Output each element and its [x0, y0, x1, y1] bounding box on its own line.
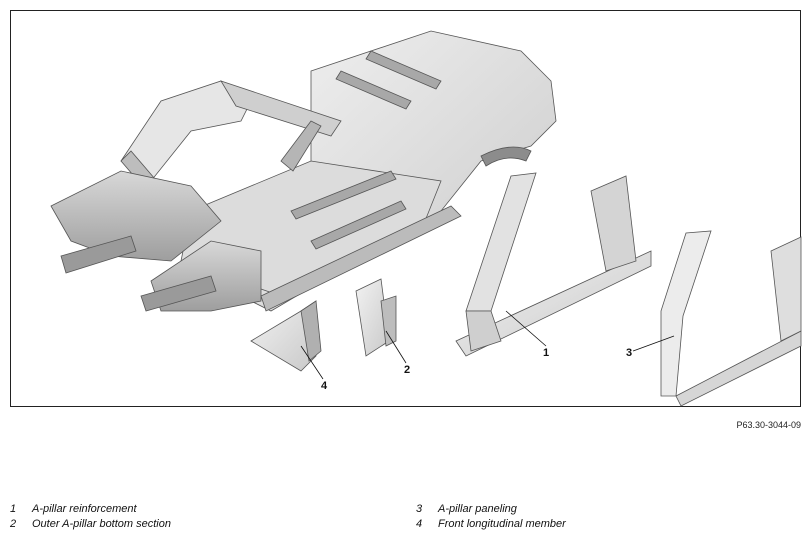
part-a-pillar-paneling [660, 230, 802, 407]
car-body-shell [50, 30, 557, 312]
legend-item: 3 A-pillar paneling [416, 502, 566, 517]
legend-number: 2 [10, 518, 17, 530]
legend-item: 4 Front longitudinal member [416, 517, 566, 532]
callout-number-3: 3 [626, 347, 632, 359]
part-outer-a-pillar-bottom [355, 278, 397, 357]
callout-number-4: 4 [321, 380, 328, 392]
legend-text: Outer A-pillar bottom section [32, 518, 171, 530]
legend-number: 4 [416, 518, 423, 530]
legend-text: A-pillar reinforcement [32, 503, 137, 515]
legend-left-column: 1 A-pillar reinforcement 2 Outer A-pilla… [10, 502, 171, 532]
figure-reference-code: P63.30-3044-09 [736, 420, 801, 430]
callout-number-1: 1 [543, 347, 549, 359]
callout-line-3 [632, 335, 675, 352]
legend-number: 3 [416, 503, 423, 515]
legend-number: 1 [10, 503, 17, 515]
callout-number-2: 2 [404, 364, 410, 376]
part-front-longitudinal-member [250, 300, 322, 372]
callout-line-1 [505, 310, 547, 347]
legend-item: 1 A-pillar reinforcement [10, 502, 171, 517]
part-a-pillar-reinforcement [455, 172, 652, 357]
callout-line-4 [300, 345, 324, 380]
legend-item: 2 Outer A-pillar bottom section [10, 517, 171, 532]
body-shell-illustration: 1 2 3 4 [50, 30, 802, 407]
legend-text: Front longitudinal member [438, 518, 566, 530]
callout-line-2 [385, 330, 407, 364]
legend-right-column: 3 A-pillar paneling 4 Front longitudinal… [416, 502, 566, 532]
diagram-frame: 1 2 3 4 [10, 10, 802, 407]
legend-text: A-pillar paneling [438, 503, 517, 515]
